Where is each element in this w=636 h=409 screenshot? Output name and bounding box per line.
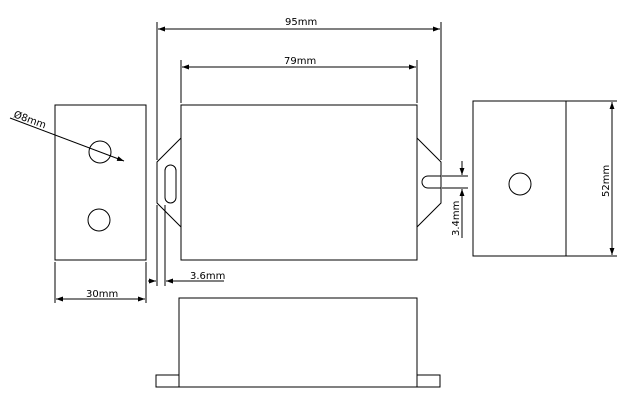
flange-thickness-label: 3.6mm [190,271,225,282]
side-view-left: Ø8mm 30mm [9,104,147,303]
cable-hole [508,172,532,196]
enclosure-body-front [180,104,418,261]
width-label: 30mm [86,289,118,300]
height-label: 52mm [601,165,612,197]
mounting-flange-left [156,137,182,228]
flange-strip-right [416,374,441,388]
side-view-left-outline [54,104,147,261]
mounting-slot-right [421,175,441,189]
side-view-right-outline [472,100,567,257]
bottom-view [155,297,441,388]
hole-diameter-leader [9,117,125,162]
mounting-hole-lower [87,208,111,232]
body-length-label: 79mm [284,56,316,67]
overall-length-label: 95mm [285,17,317,28]
enclosure-body-bottom [178,297,418,388]
front-view: 95mm 79mm 3.6mm 3.4mm [148,17,468,286]
slot-width-label: 3.4mm [451,201,462,236]
mounting-flange-right [416,137,442,228]
mounting-slot-left [164,164,177,204]
flange-strip-left [155,374,180,388]
hole-diameter-label: Ø8mm [12,109,48,132]
side-view-right: 52mm [472,100,617,257]
mounting-hole-upper [88,140,112,164]
